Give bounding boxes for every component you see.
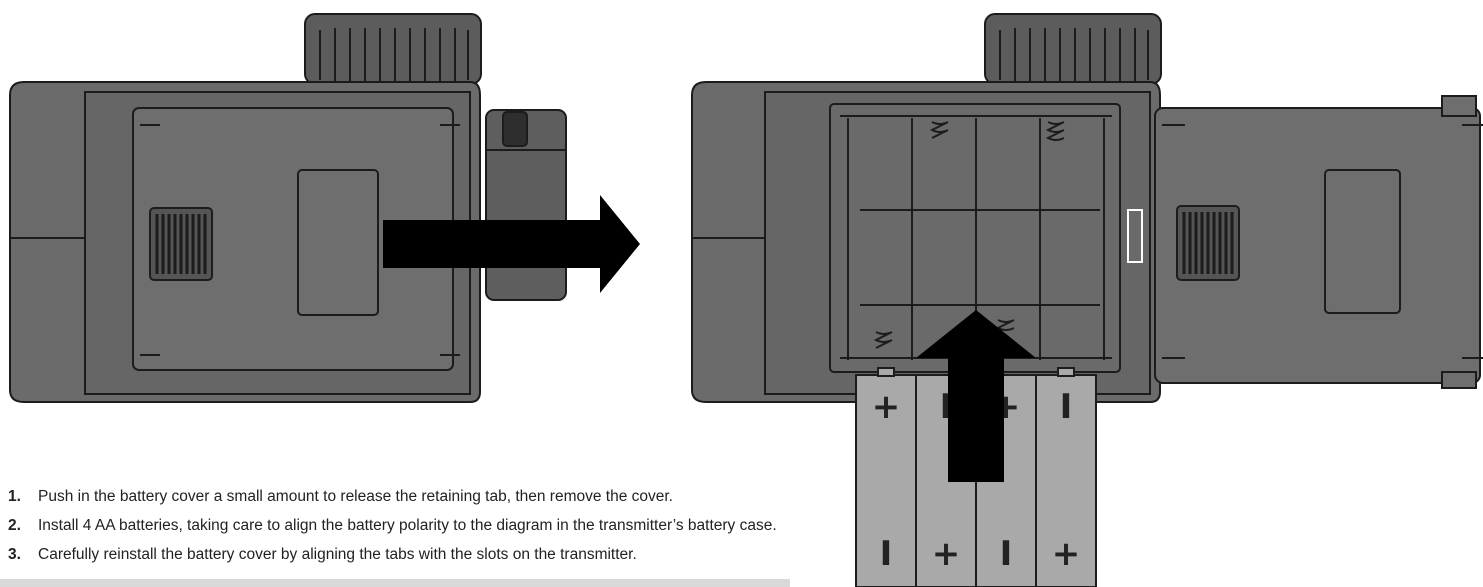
transmitter-back-open: + I + I I + I + (691, 13, 1483, 587)
battery-3-bottom-mark: I (1000, 534, 1013, 574)
step-1: 1. Push in the battery cover a small amo… (8, 487, 798, 506)
cover-grip (149, 207, 213, 281)
step-2: 2. Install 4 AA batteries, taking care t… (8, 516, 798, 535)
step-text: Push in the battery cover a small amount… (38, 488, 673, 505)
battery-4-top-mark: I (1060, 387, 1073, 427)
step-number: 1. (8, 488, 21, 505)
note-box-top (0, 579, 790, 587)
step-number: 3. (8, 546, 21, 563)
side-knob (485, 109, 567, 301)
battery-4-bottom-mark: + (1052, 534, 1081, 574)
battery-4 (1035, 374, 1097, 587)
insert-direction-arrow (916, 310, 1036, 482)
step-3: 3. Carefully reinstall the battery cover… (8, 545, 798, 564)
battery-2-bottom-mark: + (932, 534, 961, 574)
battery-1-bottom-mark: I (880, 534, 893, 574)
instruction-steps: 1. Push in the battery cover a small amo… (8, 487, 798, 574)
removed-battery-cover (1154, 95, 1483, 389)
step-number: 2. (8, 517, 21, 534)
step-text: Install 4 AA batteries, taking care to a… (38, 517, 777, 534)
battery-springs (873, 121, 1065, 349)
transmitter-back-closed (9, 13, 640, 403)
push-direction-arrow (383, 195, 640, 293)
step-text: Carefully reinstall the battery cover by… (38, 546, 637, 563)
battery-1-top-mark: + (872, 387, 901, 427)
